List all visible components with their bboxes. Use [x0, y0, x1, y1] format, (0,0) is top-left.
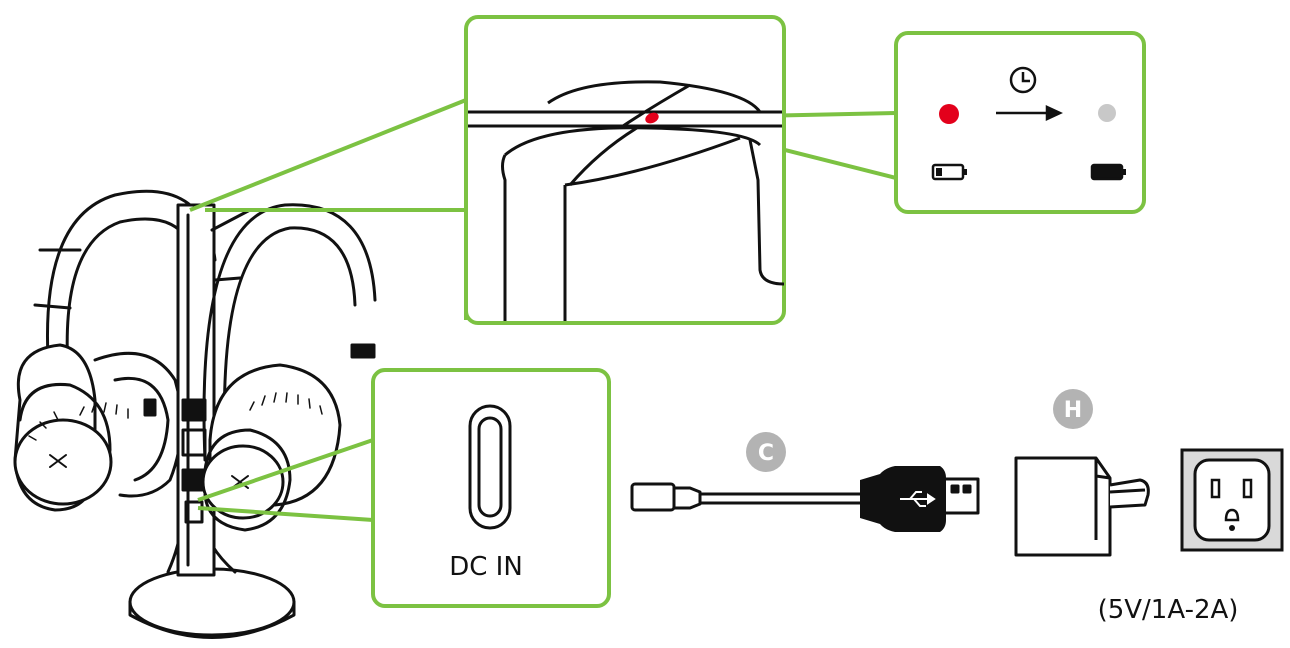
- cable-badge: [746, 432, 786, 472]
- stand-top-zoom-callout: [464, 15, 786, 325]
- led-red-dot: [939, 104, 959, 124]
- power-spec-label: (5V/1A-2A): [1098, 595, 1239, 625]
- usb-c-port-icon: [468, 404, 512, 530]
- led-status-callout: [894, 31, 1146, 214]
- clock-icon: [1009, 66, 1037, 94]
- cable-badge-letter: C: [758, 441, 774, 466]
- adapter-badge-letter: H: [1064, 398, 1082, 423]
- dc-in-callout: DC IN: [371, 368, 611, 608]
- battery-low-icon: [931, 163, 967, 181]
- usb-icon: [900, 491, 936, 507]
- headphone-right: [201, 203, 377, 532]
- arrow-right-icon: [996, 105, 1063, 121]
- dc-in-label: DC IN: [449, 552, 523, 582]
- led-indicator-red: [645, 112, 659, 124]
- led-gray-dot: [1098, 104, 1116, 122]
- headphone-stand-illustration: [13, 189, 377, 639]
- battery-full-icon: [1090, 163, 1126, 181]
- usb-cable: C: [630, 432, 980, 532]
- wall-outlet: [1180, 448, 1284, 552]
- stand-pole: [176, 203, 216, 577]
- adapter-badge: [1053, 389, 1093, 429]
- headphone-left: [13, 189, 217, 512]
- power-adapter: H: [1014, 389, 1150, 557]
